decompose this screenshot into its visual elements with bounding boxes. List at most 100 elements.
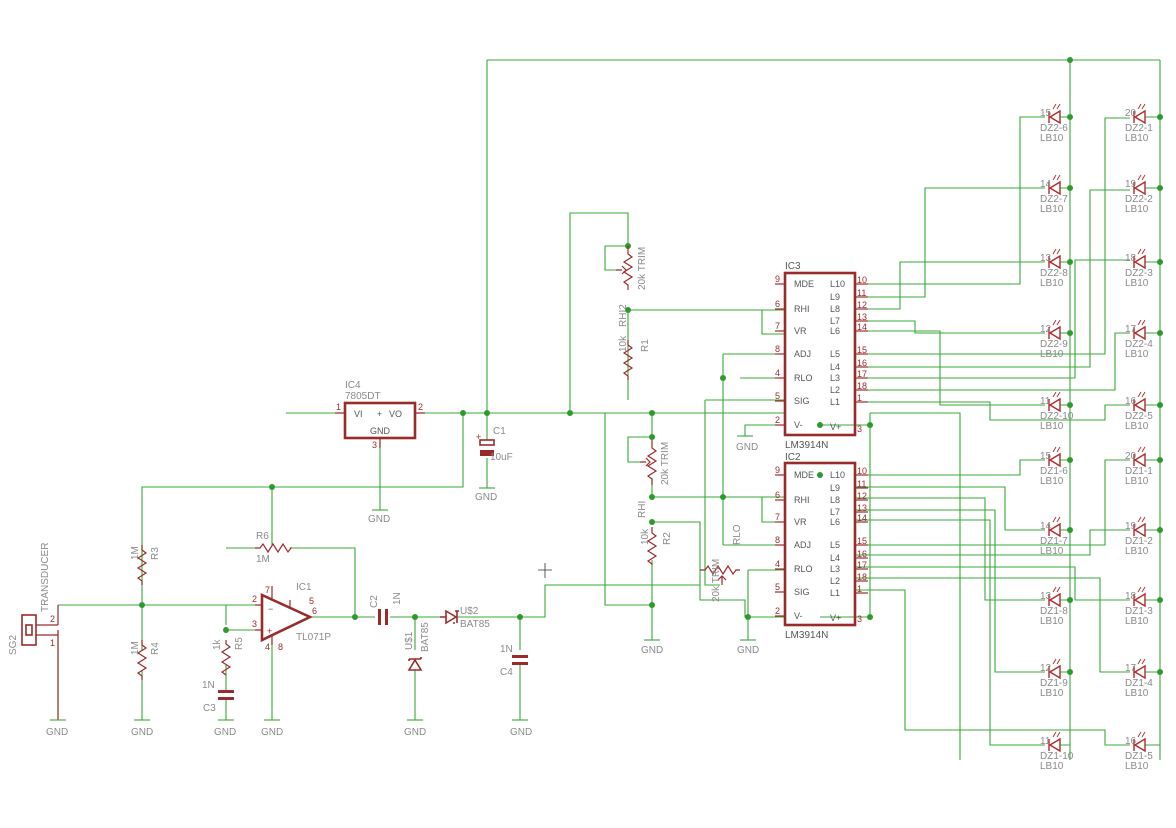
ic3-pin-number: 10 xyxy=(857,275,867,285)
ic2-pin-label: L4 xyxy=(830,553,840,563)
junction xyxy=(269,484,275,490)
junction xyxy=(1067,457,1073,463)
led-pin-number: 16 xyxy=(1125,396,1137,407)
u2-name: U$2 xyxy=(460,606,479,617)
led-pin-number: 17 xyxy=(1125,663,1137,674)
junction xyxy=(1067,527,1073,533)
ic2-name: IC2 xyxy=(785,452,801,463)
ic4-pin-gnd: GND xyxy=(370,426,391,436)
ic1-pin-4: 4 xyxy=(265,642,270,652)
c4-capacitor: 1N C4 xyxy=(500,644,528,678)
ic2-pin-label: L2 xyxy=(830,576,840,586)
ic2-pin-number: 13 xyxy=(857,503,867,513)
led-value: LB10 xyxy=(1125,688,1149,699)
r4-name: R4 xyxy=(150,642,161,655)
ic2-pin-number: 10 xyxy=(857,466,867,476)
u1-diode: U$1 BAT85 xyxy=(404,622,431,671)
ic2-pin-label: SIG xyxy=(794,587,810,597)
ic3-pin-number: 18 xyxy=(857,381,867,391)
ic3-pin-number: 15 xyxy=(857,345,867,355)
led-pin-number: 18 xyxy=(1125,253,1137,264)
led-name: DZ1-9 xyxy=(1040,678,1068,689)
led-value: LB10 xyxy=(1040,133,1064,144)
ic2-pin-number: 9 xyxy=(775,465,780,475)
svg-text:GND: GND xyxy=(261,727,283,738)
ic3-pin-label: L3 xyxy=(830,373,840,383)
led-name: DZ2-5 xyxy=(1125,411,1153,422)
junction xyxy=(1067,259,1073,265)
led-name: DZ2-10 xyxy=(1040,411,1074,422)
leds-left-column: 15DZ2-6LB1014DZ2-7LB1013DZ2-8LB1012DZ2-9… xyxy=(1040,103,1074,772)
wires xyxy=(57,59,1161,760)
gnd-symbol: GND xyxy=(736,435,758,453)
led-pin-number: 15 xyxy=(1040,108,1052,119)
ic3-pin-label: ADJ xyxy=(794,349,811,359)
ic3-value: LM3914N xyxy=(785,440,828,451)
led-pin-number: 13 xyxy=(1040,591,1052,602)
ic3-pin-label: L10 xyxy=(830,279,845,289)
ic4-pin-1: 1 xyxy=(336,402,341,412)
wire-5v-rail xyxy=(286,212,785,414)
r2-value: 10k xyxy=(640,528,651,545)
led-pin-number: 11 xyxy=(1040,736,1051,747)
led-value: LB10 xyxy=(1040,421,1064,432)
r3-value: 1M xyxy=(130,546,141,560)
led-name: DZ2-6 xyxy=(1040,123,1068,134)
ic4-name: IC4 xyxy=(345,380,361,391)
r4-resistor: 1M R4 xyxy=(130,640,161,680)
junction xyxy=(1067,669,1073,675)
rhi2-trimmer: 20k TRIM RHI2 xyxy=(616,246,648,327)
rhi-value: 20k TRIM xyxy=(660,442,671,485)
junction xyxy=(1067,402,1073,408)
junction xyxy=(1067,185,1073,191)
wire-ic-right-vplus xyxy=(820,412,961,760)
svg-text:GND: GND xyxy=(736,442,758,453)
led-value: LB10 xyxy=(1040,761,1064,772)
junction xyxy=(1157,259,1163,265)
ic2-pin-number: 16 xyxy=(857,549,867,559)
ic2-pin-number: 8 xyxy=(775,535,780,545)
ic4-pin-vo: VO xyxy=(389,409,402,419)
led-value: LB10 xyxy=(1125,204,1149,215)
wire-ic4-gnd xyxy=(141,413,488,560)
ic1-name: IC1 xyxy=(296,582,312,593)
ic2-pin-label: L8 xyxy=(830,495,840,505)
led-name: DZ1-6 xyxy=(1040,466,1068,477)
gnd-symbol: GND xyxy=(261,719,283,738)
gnd-symbol: GND xyxy=(131,719,153,738)
junction xyxy=(867,422,873,428)
ic4-pin-3: 3 xyxy=(372,440,377,450)
ic2-pin-label: L10 xyxy=(830,470,845,480)
junction xyxy=(1157,457,1163,463)
led-pin-number: 20 xyxy=(1125,108,1137,119)
led-pin-number: 11 xyxy=(1040,396,1051,407)
ic2-pin-label: V- xyxy=(794,611,803,621)
led-name: DZ1-3 xyxy=(1125,606,1153,617)
junction xyxy=(649,602,655,608)
led-name: DZ1-8 xyxy=(1040,606,1068,617)
ic2-pin-number: 6 xyxy=(775,490,780,500)
led-value: LB10 xyxy=(1040,349,1064,360)
r5-resistor: 1k R5 xyxy=(212,637,245,676)
svg-text:GND: GND xyxy=(510,727,532,738)
c3-name: C3 xyxy=(203,703,216,714)
c1-value: 10uF xyxy=(490,452,513,463)
junction xyxy=(1067,114,1073,120)
led-pin-number: 12 xyxy=(1040,324,1052,335)
led-pin-number: 14 xyxy=(1040,521,1052,532)
